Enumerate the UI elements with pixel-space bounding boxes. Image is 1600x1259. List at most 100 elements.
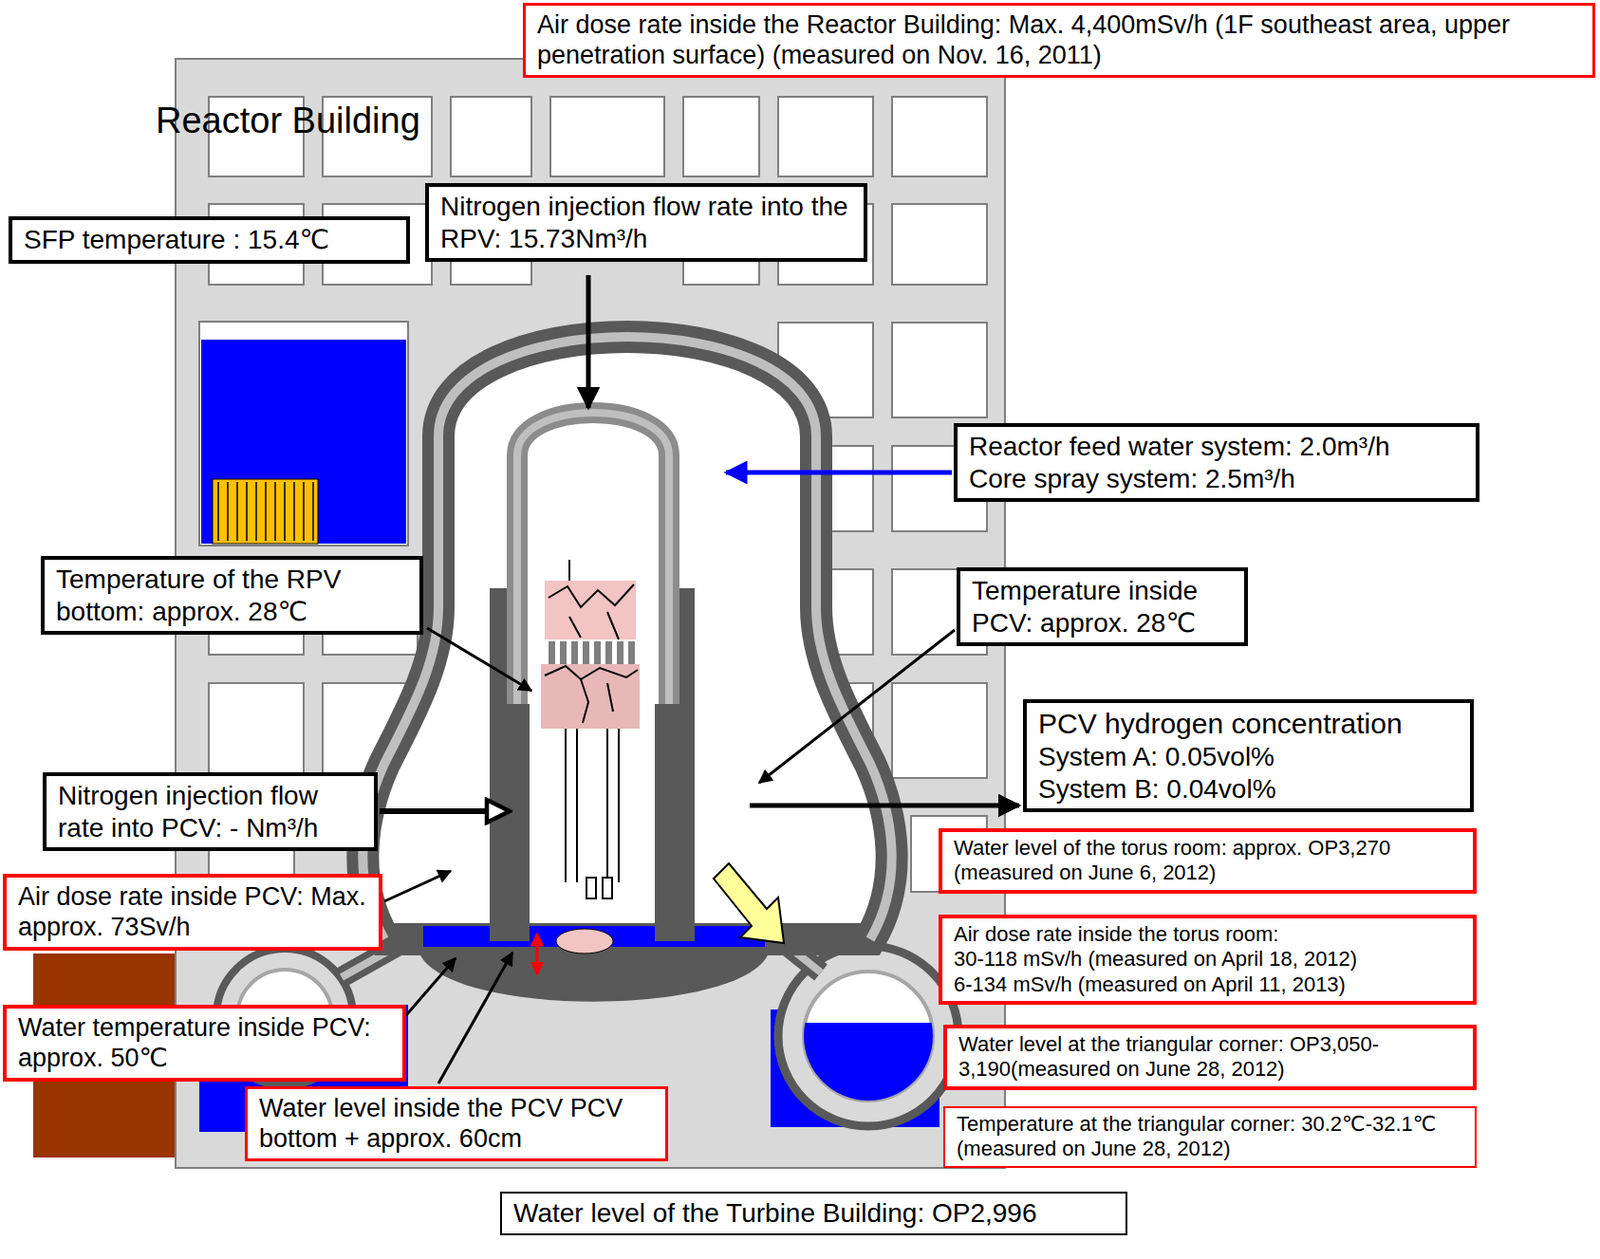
leader-line: [384, 871, 451, 902]
fuel-rack: [218, 482, 314, 541]
building-window: [778, 96, 874, 177]
box-text: Nitrogen injection flow rate into the RP…: [440, 190, 853, 255]
dose-rate-box: Air dose rate inside the Reactor Buildin…: [522, 2, 1596, 78]
control-rod-drive: [565, 728, 619, 899]
reactor-pressure-vessel: [517, 412, 670, 705]
leader-line: [379, 275, 1020, 1084]
temperature-box: Temperature at the triangular corner: 30…: [943, 1106, 1477, 1169]
dose-rate-box: Air dose rate inside PCV: Max. approx. 7…: [2, 874, 383, 951]
fuel-rack: [312, 482, 315, 541]
control-rod-drive: [564, 728, 567, 883]
box-text: PCV hydrogen concentration: [1038, 706, 1459, 742]
box-text: Water level at the triangular corner: OP…: [958, 1032, 1462, 1083]
reactor-pressure-vessel: [517, 412, 670, 705]
damaged-core: [540, 664, 640, 729]
building-window: [208, 683, 304, 779]
control-rod-drive: [617, 728, 620, 883]
leader-line: [427, 628, 532, 691]
box-text: Temperature inside PCV: approx. 28℃: [971, 575, 1233, 639]
primary-containment-vessel: [362, 336, 892, 940]
pcv-water-depth: [536, 933, 540, 975]
primary-containment-vessel: [362, 336, 892, 940]
pcv-water: [417, 947, 771, 1003]
control-rod-drive: [576, 728, 578, 883]
control-rod-drive: [606, 728, 609, 883]
building-window: [683, 96, 760, 177]
fuel-rack: [226, 482, 229, 541]
reactor-pressure-vessel: [517, 412, 670, 705]
fuel-bar: [594, 641, 601, 665]
control-rod-drive: [586, 877, 596, 899]
box-text: SFP temperature : 15.4℃: [23, 223, 395, 257]
building-window: [892, 96, 987, 177]
box-text: System B: 0.04vol%: [1038, 773, 1459, 806]
water-level-box: Water level of the torus room: approx. O…: [938, 828, 1477, 894]
spent-fuel-pool: [212, 479, 318, 544]
control-rod-drive: [602, 877, 613, 899]
pcv-water: [556, 929, 614, 954]
fuel-bar: [559, 641, 567, 665]
box-text: System A: 0.05vol%: [1038, 741, 1459, 774]
building-window: [892, 204, 987, 285]
fuel-rack: [236, 482, 239, 541]
box-text: Water level of the Turbine Building: OP2…: [513, 1197, 1115, 1230]
box-text: Nitrogen injection flow rate into PCV: -…: [57, 780, 363, 844]
fuel-bar: [571, 641, 578, 665]
fuel-rack: [302, 482, 305, 541]
fuel-bar: [582, 641, 590, 665]
box-text: 30-118 mSv/h (measured on April 18, 2012…: [953, 947, 1462, 972]
fuel-rack: [217, 482, 220, 541]
leader-line: [406, 958, 456, 1016]
building-name: Reactor Building: [155, 100, 421, 142]
hydrogen-box: PCV hydrogen concentrationSystem A: 0.05…: [1023, 699, 1474, 813]
fuel-bar: [605, 641, 613, 665]
fuel-rack: [293, 482, 296, 541]
leader-line: [759, 630, 955, 783]
damaged-core: [544, 580, 636, 640]
spent-fuel-pool: [199, 321, 409, 546]
water-level-box: Water level at the triangular corner: OP…: [943, 1024, 1477, 1091]
spent-fuel-pool: [199, 321, 409, 546]
pcv-water-depth: [537, 933, 539, 975]
temperature-box: Temperature inside PCV: approx. 28℃: [956, 567, 1248, 647]
building-window: [892, 683, 987, 779]
fuel-bar: [548, 641, 556, 665]
fuel-rack: [264, 482, 267, 541]
water-injection-box: Reactor feed water system: 2.0m³/hCore s…: [953, 423, 1480, 503]
box-text: Air dose rate inside the torus room:: [953, 922, 1462, 948]
water-level-box: Water level of the Turbine Building: OP2…: [500, 1191, 1128, 1236]
fuel-bar: [628, 641, 635, 665]
box-text: Air dose rate inside the Reactor Buildin…: [537, 9, 1582, 72]
damaged-core: [544, 666, 638, 724]
fuel-rack: [245, 482, 248, 541]
water-flow-arrow: [713, 863, 784, 944]
building-window: [892, 322, 987, 418]
leader-line: [438, 952, 513, 1084]
box-text: Water temperature inside PCV: approx. 50…: [18, 1012, 391, 1075]
temperature-box: Water temperature inside PCV: approx. 50…: [2, 1004, 407, 1082]
temperature-box: SFP temperature : 15.4℃: [8, 216, 410, 264]
primary-containment-vessel: [362, 336, 892, 940]
building-window: [550, 96, 665, 177]
water-flow-arrow: [713, 863, 784, 944]
fuel-rack: [283, 482, 286, 541]
pcv-water: [417, 926, 771, 1003]
damaged-core: [568, 559, 571, 581]
box-text: 6-134 mSv/h (measured on April 11, 2013): [953, 972, 1462, 998]
box-text: Temperature at the triangular corner: 30…: [956, 1112, 1464, 1163]
box-text: Air dose rate inside PCV: Max. approx. 7…: [18, 881, 368, 944]
leader-line: [725, 470, 952, 476]
box-text: Core spray system: 2.5m³/h: [968, 463, 1465, 496]
water-level-box: Water level inside the PCV PCV bottom + …: [244, 1086, 669, 1162]
leader-line: [379, 808, 510, 815]
dose-rate-box: Air dose rate inside the torus room:30-1…: [938, 914, 1477, 1005]
nitrogen-box: Nitrogen injection flow rate into PCV: -…: [42, 772, 378, 852]
leader-line: [749, 803, 1020, 809]
nitrogen-box: Nitrogen injection flow rate into the RP…: [425, 183, 868, 262]
box-text: Water level of the torus room: approx. O…: [953, 836, 1462, 887]
box-text: Temperature of the RPV bottom: approx. 2…: [55, 563, 409, 628]
fuel-rack: [274, 482, 277, 541]
torus: [801, 1023, 935, 1109]
spent-fuel-pool: [201, 339, 407, 544]
